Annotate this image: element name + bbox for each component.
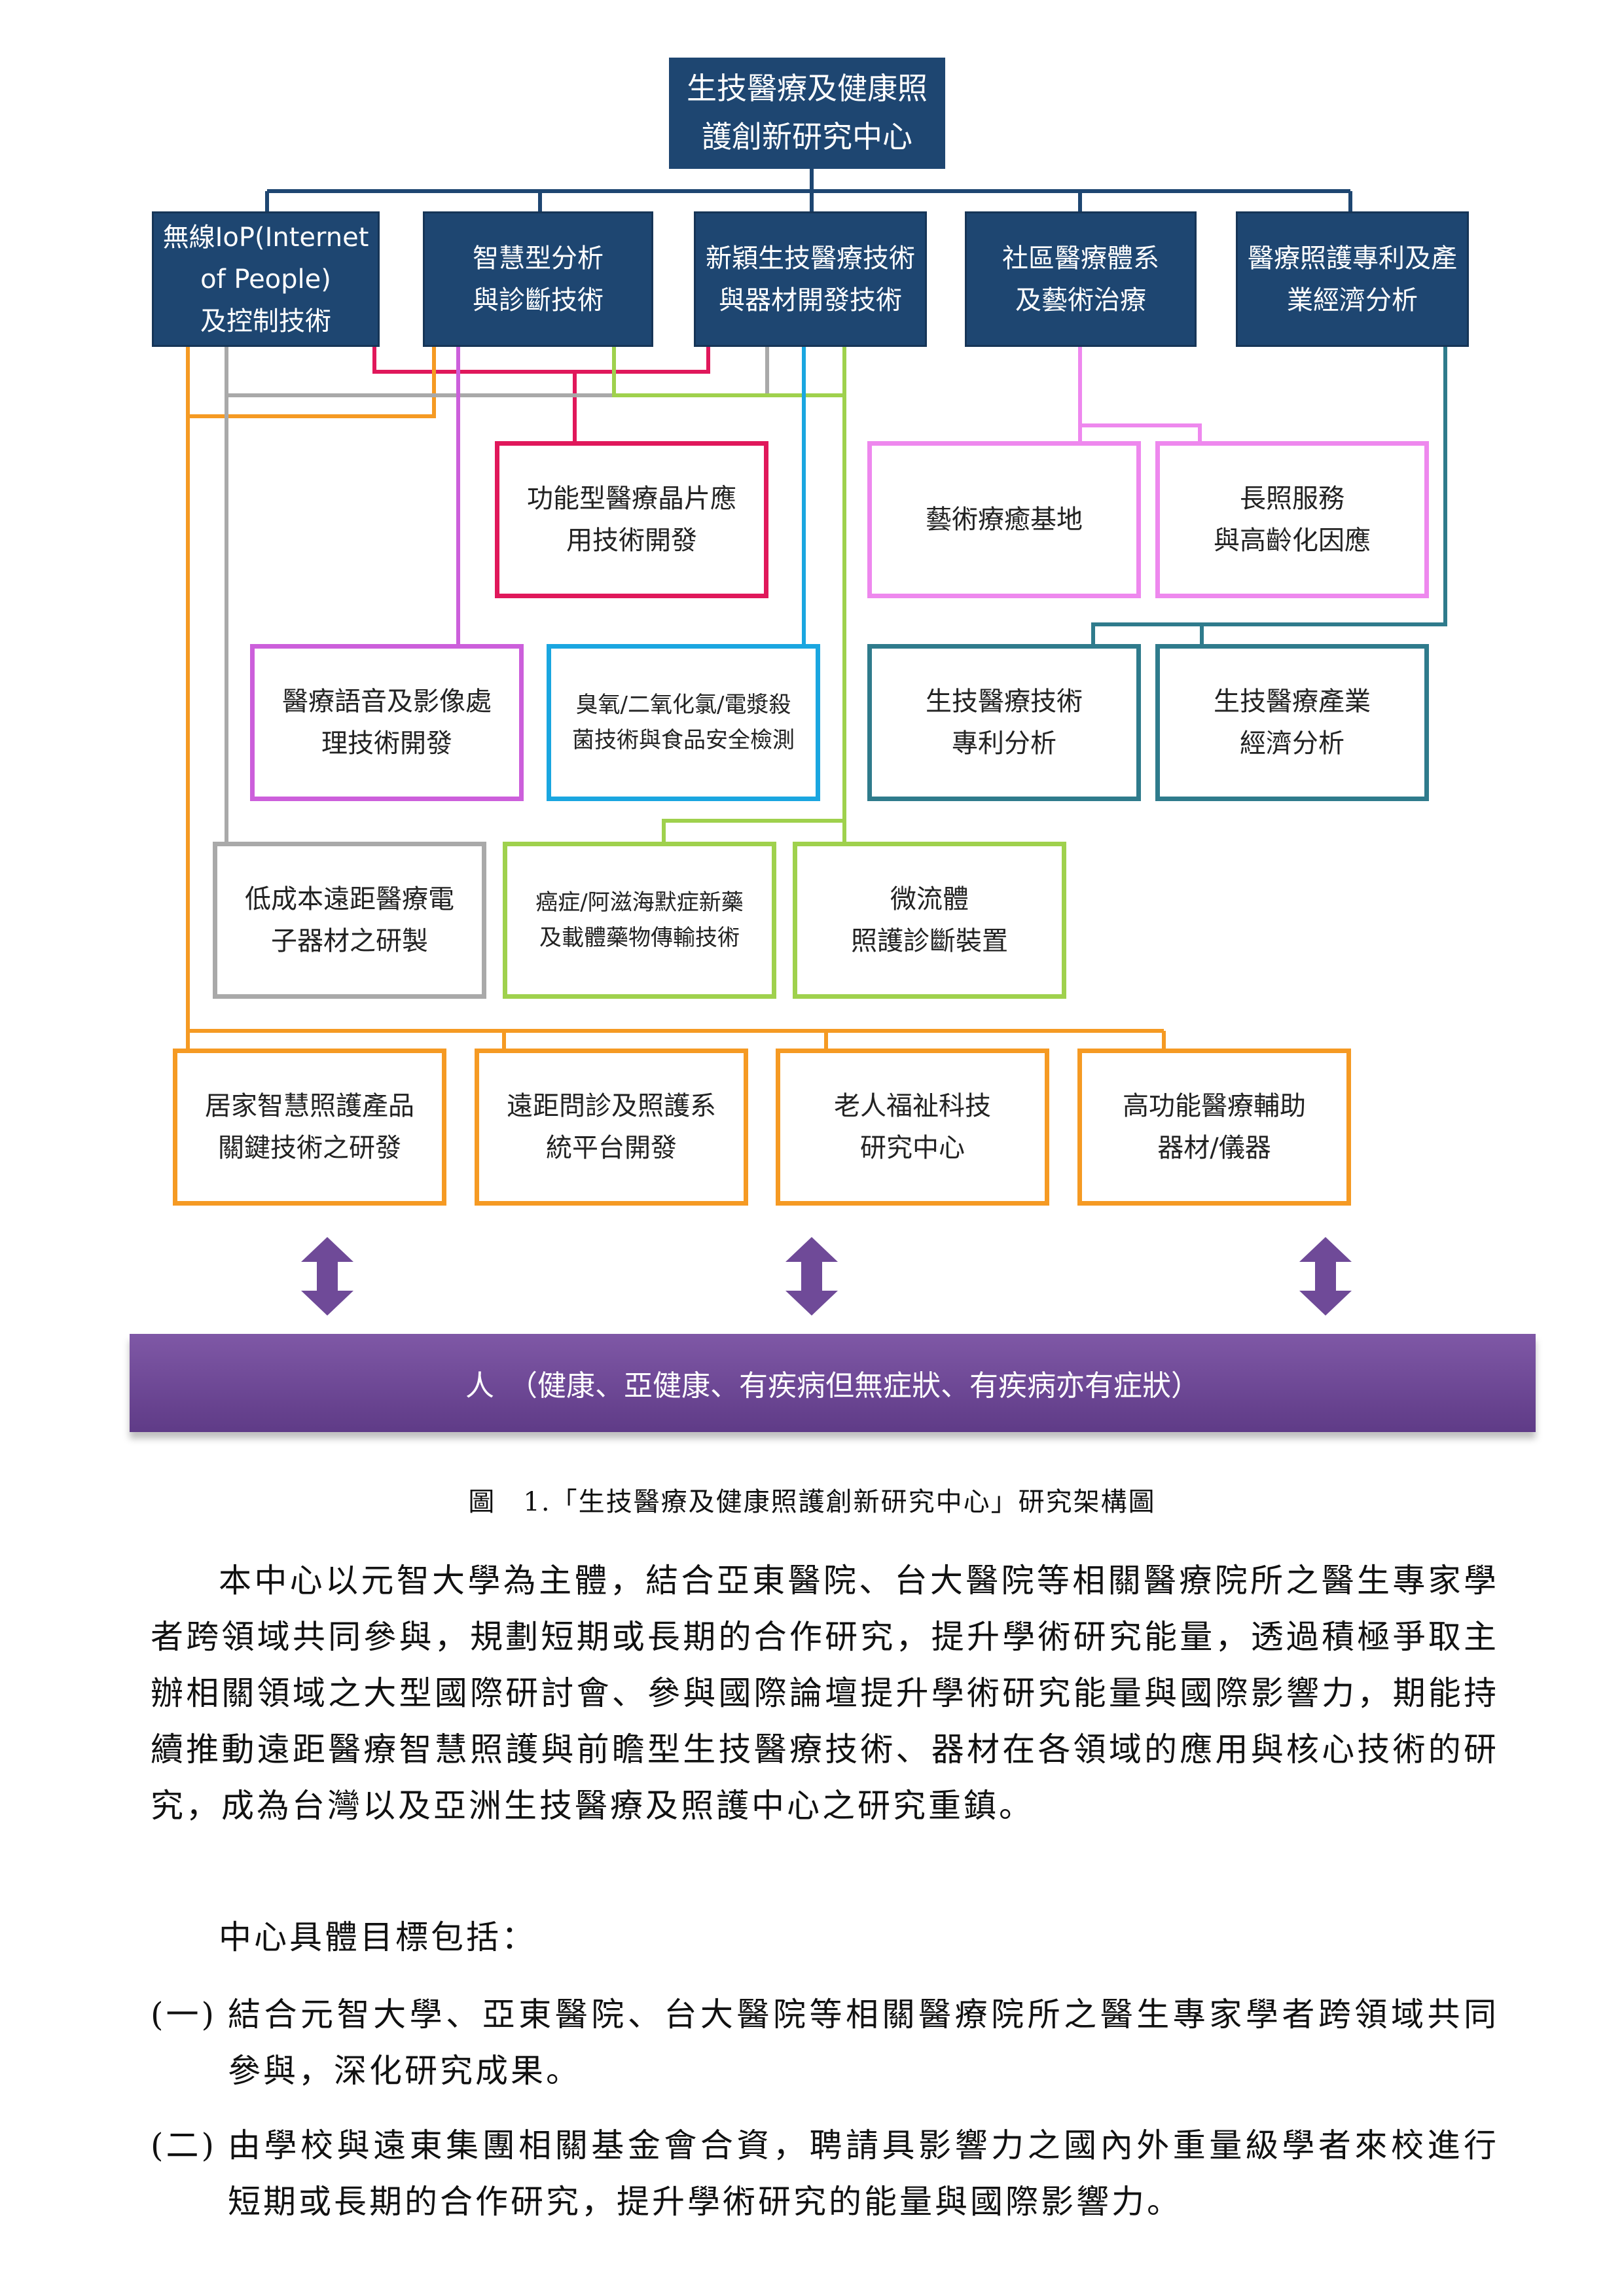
teal-lines [1091, 347, 1447, 644]
project-cancer-line1: 癌症/阿滋海默症新藥 [535, 889, 744, 916]
project-economy-box: 生技醫療產業 經濟分析 [1155, 644, 1429, 801]
project-art-base-box: 藝術療癒基地 [867, 441, 1141, 598]
double-arrow-icon [1299, 1237, 1352, 1316]
division-novel-biotech-box: 新穎生技醫療技術 與器材開發技術 [694, 211, 927, 347]
project-elderly-line1: 老人福祉科技 [834, 1091, 991, 1121]
center-title-line2: 護創新研究中心 [702, 119, 912, 154]
goal-item: (二) 由學校與遠東集團相關基金會合資，聘請具影響力之國內外重量級學者來校進行短… [151, 2117, 1499, 2230]
green-lines [612, 347, 846, 842]
red-lines [372, 347, 710, 441]
project-home-care-box: 居家智慧照護產品 關鍵技術之研發 [173, 1049, 446, 1206]
double-arrow-icon [785, 1237, 838, 1316]
goal-item: (一) 結合元智大學、亞東醫院、台大醫院等相關醫療院所之醫生專家學者跨領域共同參… [151, 1986, 1499, 2099]
project-home-line1: 居家智慧照護產品 [205, 1091, 414, 1121]
figure-caption: 圖 1.「生技醫療及健康照護創新研究中心」研究架構圖 [468, 1487, 1156, 1517]
project-ozone-line2: 菌技術與食品安全檢測 [572, 727, 795, 753]
project-lowcost-box: 低成本遠距醫療電 子器材之研製 [213, 842, 486, 999]
project-long-term-line1: 長照服務 [1240, 484, 1344, 514]
project-ozone-box: 臭氧/二氧化氯/電漿殺 菌技術與食品安全檢測 [547, 644, 820, 801]
division-smart-analysis-box: 智慧型分析 與診斷技術 [423, 211, 653, 347]
project-chip-box: 功能型醫療晶片應 用技術開發 [495, 441, 768, 598]
project-voice-image-box: 醫療語音及影像處 理技術開發 [250, 644, 524, 801]
goal-marker: (二) [151, 2126, 217, 2164]
division-patent-line2: 業經濟分析 [1287, 285, 1418, 315]
project-home-line2: 關鍵技術之研發 [218, 1133, 401, 1163]
project-chip-line1: 功能型醫療晶片應 [527, 484, 736, 514]
division-community-line2: 及藝術治療 [1015, 285, 1146, 315]
goal-marker: (一) [151, 1996, 217, 2034]
division-community-line1: 社區醫療體系 [1002, 243, 1159, 274]
project-cancer-drug-box: 癌症/阿滋海默症新藥 及載體藥物傳輸技術 [503, 842, 776, 999]
project-ozone-line1: 臭氧/二氧化氯/電漿殺 [575, 691, 791, 718]
project-microfluid-line1: 微流體 [890, 884, 969, 914]
project-long-term-line2: 與高齡化因應 [1214, 526, 1371, 556]
project-art-base-line1: 藝術療癒基地 [926, 505, 1083, 535]
project-assist-line1: 高功能醫療輔助 [1123, 1091, 1306, 1121]
division-iop-line3: 及控制技術 [200, 306, 331, 336]
project-elderly-center-box: 老人福祉科技 研究中心 [776, 1049, 1049, 1206]
division-community-box: 社區醫療體系 及藝術治療 [965, 211, 1197, 347]
project-long-term-care-box: 長照服務 與高齡化因應 [1155, 441, 1429, 598]
center-title-line1: 生技醫療及健康照 [687, 71, 928, 107]
orange-lines [186, 347, 1166, 1049]
goal-text: 由學校與遠東集團相關基金會合資，聘請具影響力之國內外重量級學者來校進行短期或長期… [228, 2126, 1499, 2221]
project-remote-line2: 統平台開發 [546, 1133, 677, 1163]
project-economy-line1: 生技醫療產業 [1214, 687, 1371, 717]
division-novel-line1: 新穎生技醫療技術 [706, 243, 915, 274]
project-patent-line2: 專利分析 [952, 728, 1056, 759]
project-voice-line2: 理技術開發 [321, 728, 452, 759]
division-novel-line2: 與器材開發技術 [719, 285, 902, 315]
division-iop-line1: 無線IoP(Internet [162, 222, 369, 253]
division-iop-box: 無線IoP(Internet of People) 及控制技術 [152, 211, 380, 347]
project-chip-line2: 用技術開發 [566, 526, 697, 556]
project-remote-line1: 遠距問診及照護系 [507, 1091, 716, 1121]
goals-heading: 中心具體目標包括： [219, 1918, 537, 1956]
project-assistive-device-box: 高功能醫療輔助 器材/儀器 [1077, 1049, 1351, 1206]
body-paragraph: 本中心以元智大學為主體，結合亞東醫院、台大醫院等相關醫療院所之醫生專家學者跨領域… [151, 1562, 1499, 1825]
division-smart-line1: 智慧型分析 [473, 243, 604, 274]
project-patent-analysis-box: 生技醫療技術 專利分析 [867, 644, 1141, 801]
division-smart-line2: 與診斷技術 [473, 285, 604, 315]
double-arrow-icon [301, 1237, 353, 1316]
project-cancer-line2: 及載體藥物傳輸技術 [539, 925, 740, 951]
project-patent-line1: 生技醫療技術 [926, 687, 1083, 717]
goal-text: 結合元智大學、亞東醫院、台大醫院等相關醫療院所之醫生專家學者跨領域共同參與，深化… [228, 1996, 1499, 2090]
pink-lines [1078, 347, 1202, 441]
research-framework-diagram: 生技醫療及健康照 護創新研究中心 無線IoP(Internet of Peopl… [130, 58, 1536, 1432]
project-economy-line2: 經濟分析 [1240, 728, 1344, 759]
division-patent-box: 醫療照護專利及產 業經濟分析 [1236, 211, 1469, 347]
project-assist-line2: 器材/儀器 [1157, 1133, 1271, 1163]
project-microfluid-line2: 照護診斷裝置 [851, 926, 1008, 956]
center-title-box: 生技醫療及健康照 護創新研究中心 [669, 58, 945, 169]
project-lowcost-line1: 低成本遠距醫療電 [245, 884, 454, 914]
project-voice-line1: 醫療語音及影像處 [282, 687, 492, 717]
people-band: 人 （健康、亞健康、有疾病但無症狀、有疾病亦有症狀） [130, 1334, 1536, 1432]
division-iop-line2: of People) [200, 264, 331, 295]
project-microfluid-box: 微流體 照護診斷裝置 [793, 842, 1066, 999]
division-patent-line1: 醫療照護專利及產 [1248, 243, 1457, 274]
navy-tree-lines [265, 167, 1352, 213]
connector-lines [186, 167, 1447, 1049]
project-remote-consult-box: 遠距問診及照護系 統平台開發 [475, 1049, 748, 1206]
project-elderly-line2: 研究中心 [860, 1133, 965, 1163]
project-lowcost-line2: 子器材之研製 [271, 926, 428, 956]
